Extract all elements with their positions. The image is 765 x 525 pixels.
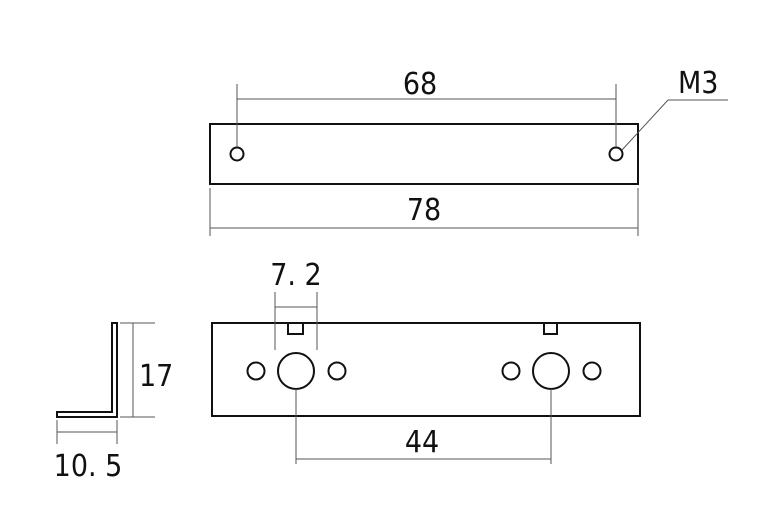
thread-callout: M3	[621, 66, 728, 151]
notch-left	[287, 322, 304, 335]
side-view: 17 10. 5	[54, 322, 173, 484]
small-hole-2	[327, 361, 347, 381]
angle-profile	[56, 322, 118, 418]
thread-callout-label: M3	[678, 66, 718, 101]
dimension-78: 78	[209, 188, 639, 236]
dimension-7-2-label: 7. 2	[270, 258, 321, 293]
dimension-17-label: 17	[139, 359, 173, 394]
dimension-68-label: 68	[403, 67, 437, 102]
dimension-44: 44	[295, 389, 552, 464]
notch-right	[543, 322, 558, 335]
large-hole-left	[277, 352, 315, 390]
dimension-17: 17	[120, 322, 173, 418]
dimension-44-label: 44	[405, 425, 439, 460]
small-hole-3	[501, 361, 521, 381]
top-view: 68 78 M3	[209, 66, 728, 236]
small-hole-4	[582, 361, 602, 381]
top-view-plate	[209, 123, 639, 185]
front-view: 7. 2 44	[211, 258, 641, 464]
dimension-68: 68	[236, 67, 617, 147]
top-view-hole-left	[229, 146, 245, 162]
dimension-10-5-label: 10. 5	[54, 449, 123, 484]
dimension-7-2: 7. 2	[270, 258, 322, 350]
front-view-plate	[211, 322, 641, 417]
top-view-hole-right	[608, 146, 624, 162]
large-hole-right	[532, 352, 570, 390]
dimension-10-5: 10. 5	[54, 420, 123, 484]
small-hole-1	[246, 361, 266, 381]
dimension-78-label: 78	[407, 193, 441, 228]
